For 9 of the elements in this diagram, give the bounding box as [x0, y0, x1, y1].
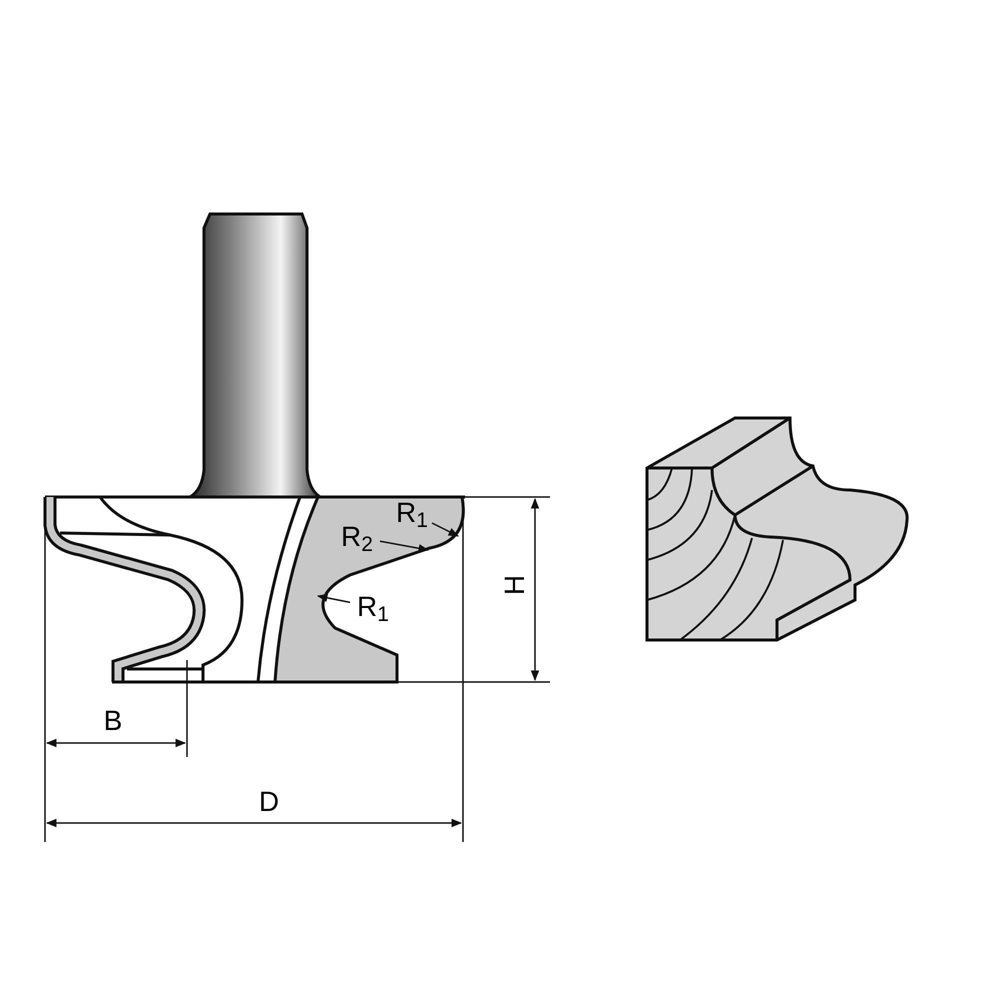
radius-label: R$_{2}$: [334, 520, 380, 554]
leader-line: [380, 540, 430, 552]
dimension-label: H: [498, 574, 531, 598]
dimension-label: B: [102, 704, 124, 738]
leader-line: [432, 522, 459, 537]
dimension-label: D: [258, 785, 280, 819]
radius-label: R$_{1}$: [392, 498, 432, 528]
radius-label: R$_{1}$: [350, 590, 396, 624]
leader-line: [316, 594, 350, 604]
